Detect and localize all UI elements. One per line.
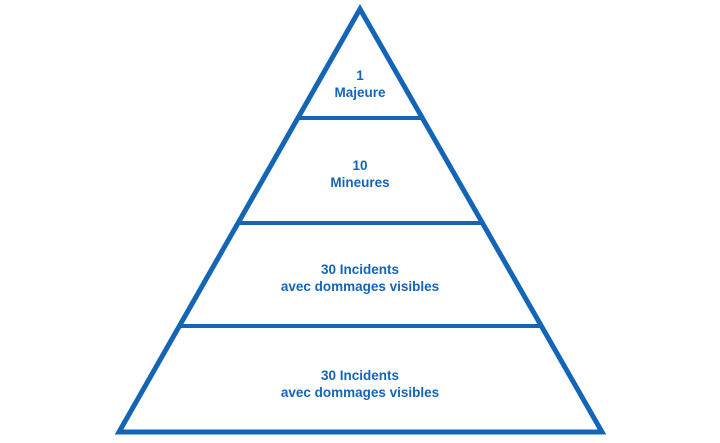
level-4-label: 30 Incidents avec dommages visibles xyxy=(0,367,720,401)
level-4-count: 30 Incidents xyxy=(320,368,400,383)
level-3-text: avec dommages visibles xyxy=(280,279,440,294)
level-3-count: 30 Incidents xyxy=(320,262,400,277)
level-2-count: 10 xyxy=(352,158,368,173)
level-2-label: 10 Mineures xyxy=(0,157,720,191)
level-1-label: 1 Majeure xyxy=(0,67,720,101)
level-4-text: avec dommages visibles xyxy=(280,385,440,400)
level-1-count: 1 xyxy=(356,68,364,83)
level-1-text: Majeure xyxy=(334,85,386,100)
level-3-label: 30 Incidents avec dommages visibles xyxy=(0,261,720,295)
level-2-text: Mineures xyxy=(330,175,390,190)
